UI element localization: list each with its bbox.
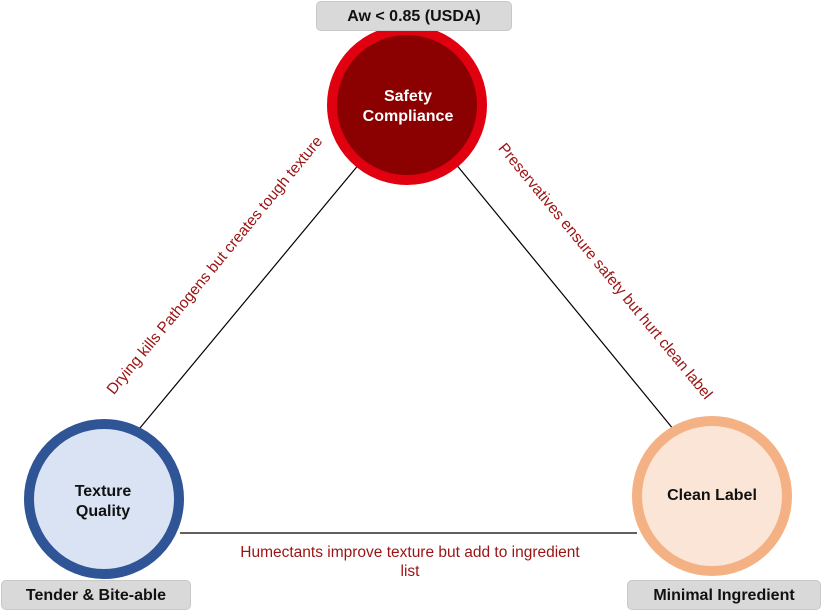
edge-line-safety-clean xyxy=(454,162,684,442)
tag-texture: Tender & Bite-able xyxy=(1,580,191,610)
tag-safety: Aw < 0.85 (USDA) xyxy=(316,1,512,31)
node-label-texture: Texture Quality xyxy=(74,483,132,520)
node-label-safety: Safety Compliance xyxy=(362,88,454,125)
node-circle-texture xyxy=(24,419,184,579)
tag-clean: Minimal Ingredient xyxy=(627,580,821,610)
edge-line-safety-texture xyxy=(129,162,361,441)
node-circle-clean xyxy=(632,416,792,576)
edge-label-texture-clean: Humectants improve texture but add to in… xyxy=(240,544,580,580)
node-label-clean: Clean Label xyxy=(667,487,757,504)
